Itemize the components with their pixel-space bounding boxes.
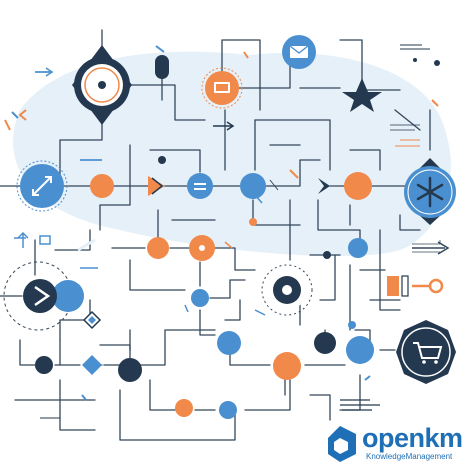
blue-node bbox=[219, 401, 237, 419]
navy-node bbox=[314, 332, 336, 354]
blue-node bbox=[346, 336, 374, 364]
orange-block bbox=[387, 276, 399, 296]
blue-node bbox=[348, 238, 368, 258]
orange-node bbox=[273, 352, 301, 380]
blue-node bbox=[191, 289, 209, 307]
openkm-logo: openkm KnowledgeManagement bbox=[326, 422, 472, 470]
cart-node bbox=[396, 320, 456, 384]
target-node bbox=[189, 235, 215, 261]
orange-node bbox=[249, 218, 257, 226]
compass-node bbox=[72, 45, 132, 125]
play-chevron bbox=[148, 176, 165, 196]
orange-node bbox=[90, 174, 114, 198]
compass-icon bbox=[98, 81, 106, 89]
connector-lines bbox=[0, 29, 431, 441]
mail-node bbox=[282, 35, 316, 69]
blue-node bbox=[240, 173, 266, 199]
play-node bbox=[23, 279, 84, 313]
openkm-logo-mark bbox=[328, 426, 356, 462]
accent-marks bbox=[4, 44, 439, 419]
diamond-node bbox=[80, 353, 104, 377]
dashed-ring-2 bbox=[261, 264, 313, 316]
snowflake-icon bbox=[416, 176, 444, 208]
expand-icon bbox=[32, 176, 52, 196]
navy-node bbox=[323, 251, 331, 259]
play-icon bbox=[34, 285, 51, 307]
chevron-node bbox=[318, 178, 330, 194]
snowflake-node bbox=[404, 158, 456, 225]
navy-node bbox=[35, 356, 53, 374]
navy-node bbox=[118, 358, 142, 382]
dot-node bbox=[434, 60, 440, 66]
logo-wordmark: openkm bbox=[362, 423, 463, 453]
logo-tagline: KnowledgeManagement bbox=[366, 452, 453, 461]
equals-node bbox=[187, 173, 213, 199]
pill-node-top bbox=[155, 55, 169, 79]
blue-node bbox=[217, 331, 241, 355]
shopping-cart-icon bbox=[413, 342, 443, 359]
expand-node bbox=[16, 160, 68, 212]
monitor-node bbox=[201, 67, 243, 109]
arrow-right-icon bbox=[412, 241, 450, 255]
orange-node bbox=[344, 172, 372, 200]
star-node-navy bbox=[342, 78, 382, 112]
dot-node bbox=[413, 58, 417, 62]
orange-node bbox=[147, 237, 169, 259]
orange-node bbox=[175, 399, 193, 417]
gear-node bbox=[267, 270, 307, 310]
diamond-node bbox=[82, 310, 102, 330]
dot-node bbox=[158, 156, 166, 164]
blue-node bbox=[348, 321, 356, 329]
